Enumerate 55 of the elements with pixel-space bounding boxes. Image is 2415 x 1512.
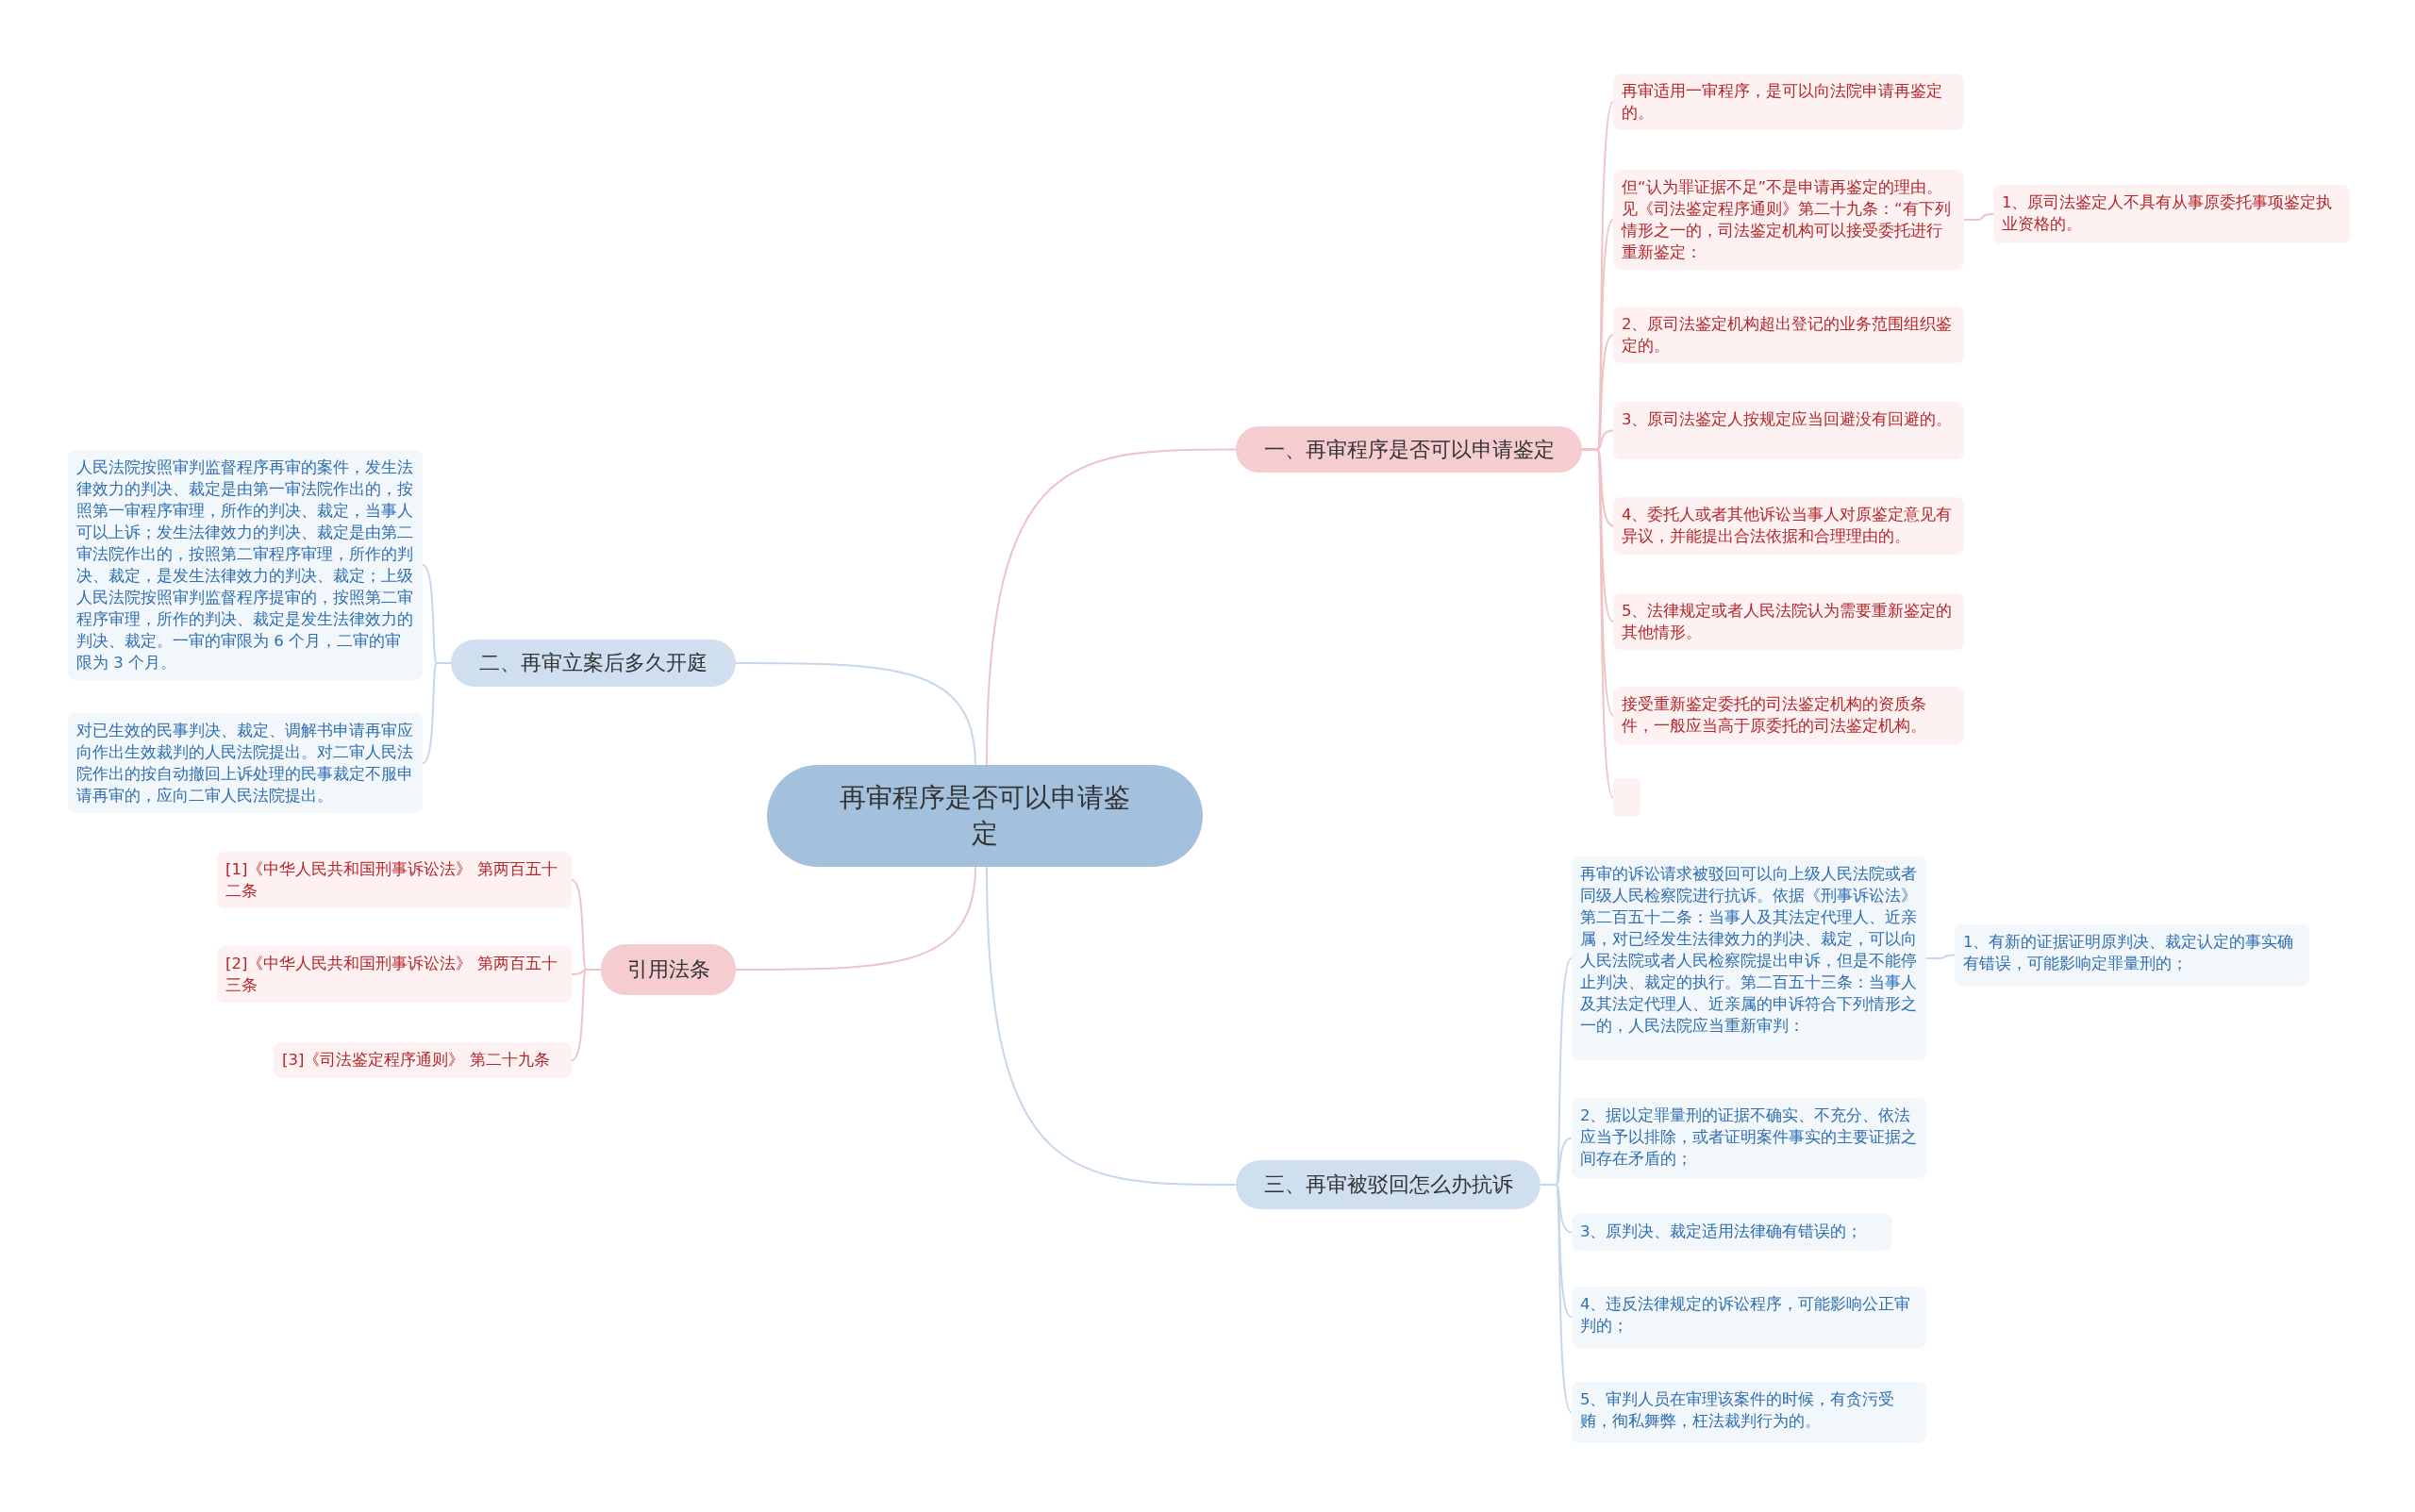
connector-line: [986, 448, 1237, 766]
note-card: [1613, 497, 1964, 555]
topic-text: 二、再审立案后多久开庭: [479, 650, 708, 676]
note-card: [1613, 593, 1964, 650]
note-card: [1613, 170, 1964, 270]
note-text: 4、委托人或者其他诉讼当事人对原鉴定意见有异议，并能提出合法依据和合理理由的。: [1622, 505, 1954, 547]
note-card: [1572, 1287, 1926, 1348]
central-topic-text: 再审程序是否可以申请鉴定: [839, 781, 1131, 851]
note-card: [1955, 924, 2309, 986]
note-text: 对已生效的民事判决、裁定、调解书申请再审应向作出生效裁判的人民法院提出。对二审人民法院作出的按自动撤回上诉处理的民事裁定不服申请再审的，应向二审人民法院提出。: [76, 721, 414, 806]
note-card: [1572, 1382, 1926, 1443]
topic-text: 一、再审程序是否可以申请鉴定: [1263, 436, 1555, 463]
note-card: [1613, 307, 1964, 363]
note-text: 再审的诉讼请求被驳回可以向上级人民法院或者同级人民检察院进行抗诉。依据《刑事诉讼法》第二百五十二条：当事人及其法定代理人、近亲属，对已经发生法律效力的判决、裁定，可以向人民法院或者人民检察院提出申诉，但是不能停止判决、裁定的执行。第二百五十三条：当事人及其法定代理人、近亲属的申诉符合下列情形之一的，人民法院应当重新审判：: [1580, 864, 1918, 1037]
note-text: 但“认为罪证据不足”不是申请再鉴定的理由。见《司法鉴定程序通则》第二十九条：“有下列情形之一的，司法鉴定机构可以接受委托进行重新鉴定：: [1622, 177, 1952, 263]
topic-pill: [1236, 1160, 1541, 1209]
note-text: 4、违反法律规定的诉讼程序，可能影响公正审判的；: [1580, 1294, 1912, 1337]
connector-line: [1963, 213, 1994, 221]
note-text: 3、原判决、裁定适用法律确有错误的；: [1580, 1221, 1864, 1242]
note-text: [3]《司法鉴定程序通则》 第二十九条: [282, 1050, 551, 1071]
note-card: [274, 1042, 572, 1078]
connector-line: [1540, 1184, 1573, 1414]
connector-line: [1925, 954, 1956, 959]
note-card: [1572, 1098, 1926, 1178]
topic-text: 引用法条: [626, 956, 710, 983]
topic-pill: [1236, 426, 1582, 473]
note-card: [1613, 402, 1964, 459]
note-card: [1572, 1214, 1892, 1251]
connector-line: [735, 866, 976, 971]
note-text: 2、原司法鉴定机构超出登记的业务范围组织鉴定的。: [1622, 314, 1954, 357]
connector-line: [735, 662, 976, 766]
note-text: 5、法律规定或者人民法院认为需要重新鉴定的其他情形。: [1622, 601, 1954, 643]
note-text: [2]《中华人民共和国刑事诉讼法》 第两百五十三条: [225, 954, 558, 996]
topic-text: 三、再审被驳回怎么办抗诉: [1263, 1171, 1513, 1198]
note-text: 人民法院按照审判监督程序再审的案件，发生法律效力的判决、裁定是由第一审法院作出的，按照第一审程序审理，所作的判决、裁定，当事人可以上诉；发生法律效力的判决、裁定是由第二审法院作出的，按照第二审程序审理，所作的判决、裁定，是发生法律效力的判决、裁定；上级人民法院按照审判监督程序提审的，按照第二审程序审理，所作的判决、裁定是发生法律效力的判决、裁定。一审的审限为 6 个月，二审的审限为 3 个月。: [76, 457, 414, 673]
note-card: [217, 946, 572, 1003]
empty-card: [1613, 778, 1641, 817]
note-text: [1]《中华人民共和国刑事诉讼法》 第两百五十二条: [225, 859, 558, 902]
note-card: [1613, 74, 1964, 130]
connector-line: [422, 662, 452, 764]
note-card: [68, 713, 423, 813]
topic-pill: [601, 944, 736, 995]
note-text: 5、审判人员在审理该案件的时候，有贪污受贿，徇私舞弊，枉法裁判行为的。: [1580, 1389, 1896, 1432]
note-text: 再审适用一审程序，是可以向法院申请再鉴定的。: [1622, 81, 1943, 124]
topic-pill: [451, 640, 736, 687]
note-text: 接受重新鉴定委托的司法鉴定机构的资质条件，一般应当高于原委托的司法鉴定机构。: [1622, 694, 1927, 737]
note-text: 1、原司法鉴定人不具有从事原委托事项鉴定执业资格的。: [2002, 192, 2334, 235]
connector-line: [986, 866, 1237, 1186]
note-card: [217, 852, 572, 908]
note-text: 2、据以定罪量刑的证据不确实、不充分、依法应当予以排除，或者证明案件事实的主要证据之间存在矛盾的；: [1580, 1105, 1918, 1170]
note-card: [1572, 856, 1926, 1060]
note-card: [1993, 185, 2350, 243]
note-text: 1、有新的证据证明原判决、裁定认定的事实确有错误，可能影响定罪量刑的；: [1963, 932, 2295, 974]
note-card: [1613, 687, 1964, 744]
note-text: 3、原司法鉴定人按规定应当回避没有回避的。: [1622, 409, 1954, 430]
